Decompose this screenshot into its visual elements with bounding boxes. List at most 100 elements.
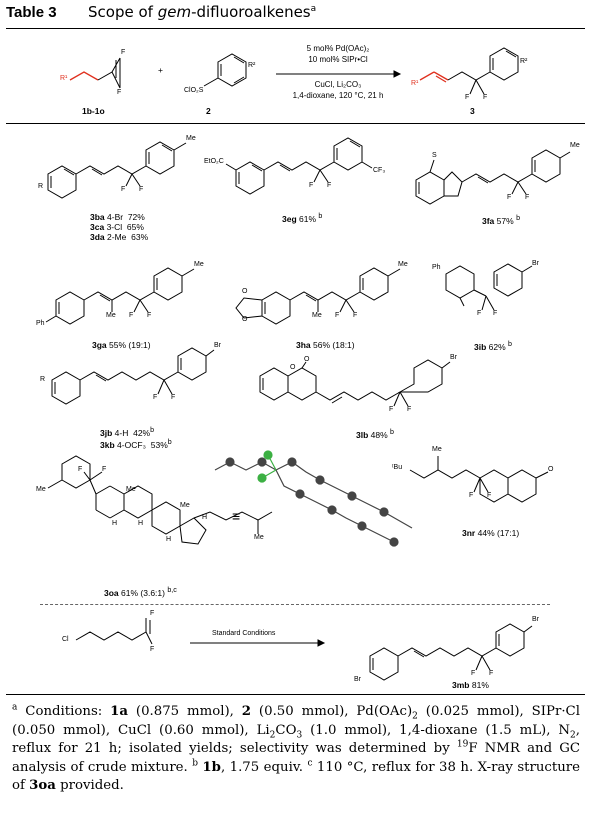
atom-f: F: [353, 312, 358, 319]
top-rule: [6, 28, 585, 30]
atom-h: H: [202, 514, 208, 521]
atom-f: F: [139, 186, 144, 193]
atom-me: Me: [36, 486, 46, 493]
atom-tbu: ᵗBu: [392, 464, 403, 471]
reactant-1-structure: [69, 57, 121, 89]
atom-me: Me: [398, 261, 408, 268]
atom-f: F: [483, 94, 488, 101]
compound-3mb-label: 3mb 81%: [452, 680, 489, 690]
compound-3ib-label: 3ib 62% b: [474, 340, 512, 352]
structure-3mb: [75, 618, 533, 681]
atom-f: F: [78, 466, 83, 473]
atom-f: F: [309, 182, 314, 189]
atom-clo2s: ClO₂S: [184, 87, 204, 94]
structure-3oa: [47, 455, 273, 545]
atom-f: F: [121, 186, 126, 193]
condition-line-2: 10 mol% SIPr•Cl: [308, 55, 368, 64]
atom-br: Br: [354, 676, 361, 683]
atom-f: F: [129, 312, 134, 319]
crystal-structure: [214, 450, 413, 547]
structure-3ba: [47, 141, 187, 199]
atom-f: F: [407, 406, 412, 413]
atom-f: F: [487, 492, 492, 499]
atom-me: Me: [106, 312, 116, 319]
atom-f: F: [171, 394, 176, 401]
compound-3ga-label: 3ga 55% (19:1): [92, 340, 151, 350]
atom-s: S: [432, 152, 437, 159]
atom-f: F: [471, 670, 476, 677]
atom-f: F: [389, 406, 394, 413]
atom-f: F: [465, 94, 470, 101]
table-header: Table 3 Scope of gem-difluoroalkenesa: [0, 0, 591, 28]
compound-3jb-label: 3jb 4-H 42%b: [100, 426, 155, 438]
atom-me: Me: [312, 312, 322, 319]
atom-cf3: CF₃: [373, 167, 386, 174]
atom-o: O: [242, 288, 248, 295]
atom-ph: Ph: [36, 320, 45, 327]
compound-3oa-label: 3oa 61% (3.6:1) b,c: [104, 586, 177, 598]
atom-f: F: [153, 394, 158, 401]
atom-h: H: [112, 520, 118, 527]
compound-3fa-label: 3fa 57% b: [482, 214, 520, 226]
structure-3lb: [259, 359, 451, 407]
atom-me: Me: [180, 502, 190, 509]
section-divider: [40, 604, 550, 605]
atom-f: F: [102, 466, 107, 473]
atom-f: F: [327, 182, 332, 189]
condition-line-1: 5 mol% Pd(OAc)₂: [306, 44, 370, 53]
condition-line-4: 1,4-dioxane, 120 °C, 21 h: [292, 91, 384, 100]
atom-f: F: [469, 492, 474, 499]
structure-3ib: [445, 263, 533, 311]
atom-eto2c: EtO₂C: [204, 158, 224, 165]
structure-3ga: [45, 267, 195, 325]
atom-me: Me: [186, 135, 196, 142]
atom-o: O: [304, 356, 310, 363]
bottom-rule: [6, 694, 585, 695]
atom-me: Me: [254, 534, 264, 541]
structure-3eg: [225, 137, 373, 195]
atom-f: F: [477, 310, 482, 317]
atom-f: F: [493, 310, 498, 317]
compound-3kb-label: 3kb 4-OCF₃ 53%b: [100, 438, 172, 450]
atom-f: F: [150, 646, 155, 653]
atom-me: Me: [126, 486, 136, 493]
compound-3lb-label: 3lb 48% b: [356, 428, 394, 440]
compound-3eg-label: 3eg 61% b: [282, 212, 323, 224]
table-footnote: a Conditions: 1a (0.875 mmol), 2 (0.50 m…: [12, 702, 581, 793]
plus-sign: +: [158, 65, 163, 75]
scheme-graphics: [45, 47, 571, 681]
compound-3da-label: 3da 2-Me 63%: [90, 232, 149, 242]
atom-f: F: [147, 312, 152, 319]
atom-r: R: [38, 183, 44, 190]
structure-3ha: [235, 267, 401, 325]
atom-r1: R¹: [411, 80, 419, 87]
scheme-rule: [6, 123, 585, 124]
table-label: Table 3: [6, 4, 57, 21]
structure-3fa: [415, 149, 571, 205]
atom-f: F: [525, 194, 530, 201]
compound-3ha-label: 3ha 56% (18:1): [296, 340, 355, 350]
equivalence-sign: ≡: [232, 508, 241, 524]
arrow-label-standard-conditions: Standard Conditions: [212, 630, 276, 637]
compound-3nr-label: 3nr 44% (17:1): [462, 528, 520, 538]
condition-line-3: CuCl, Li₂CO₃: [314, 80, 362, 89]
atom-r1: R¹: [60, 75, 68, 82]
atom-f: F: [117, 89, 122, 96]
reactant-2-structure: [203, 53, 247, 87]
structure-3nr: [409, 456, 549, 503]
atom-r2: R²: [248, 62, 256, 69]
reactant-2-label: 2: [206, 106, 211, 116]
atom-me: Me: [432, 446, 442, 453]
atom-f: F: [507, 194, 512, 201]
table-title: Scope of gem-difluoroalkenesa: [88, 3, 317, 21]
compound-3ba-label: 3ba 4-Br 72%: [90, 212, 145, 222]
atom-br: Br: [532, 616, 539, 623]
atom-o: O: [290, 364, 296, 371]
product-label: 3: [470, 106, 475, 116]
atom-r: R: [40, 376, 46, 383]
atom-h: H: [166, 536, 172, 543]
atom-me: Me: [570, 142, 580, 149]
product-3-structure: [419, 47, 519, 95]
atom-br: Br: [214, 342, 221, 349]
atom-o: O: [242, 316, 248, 323]
